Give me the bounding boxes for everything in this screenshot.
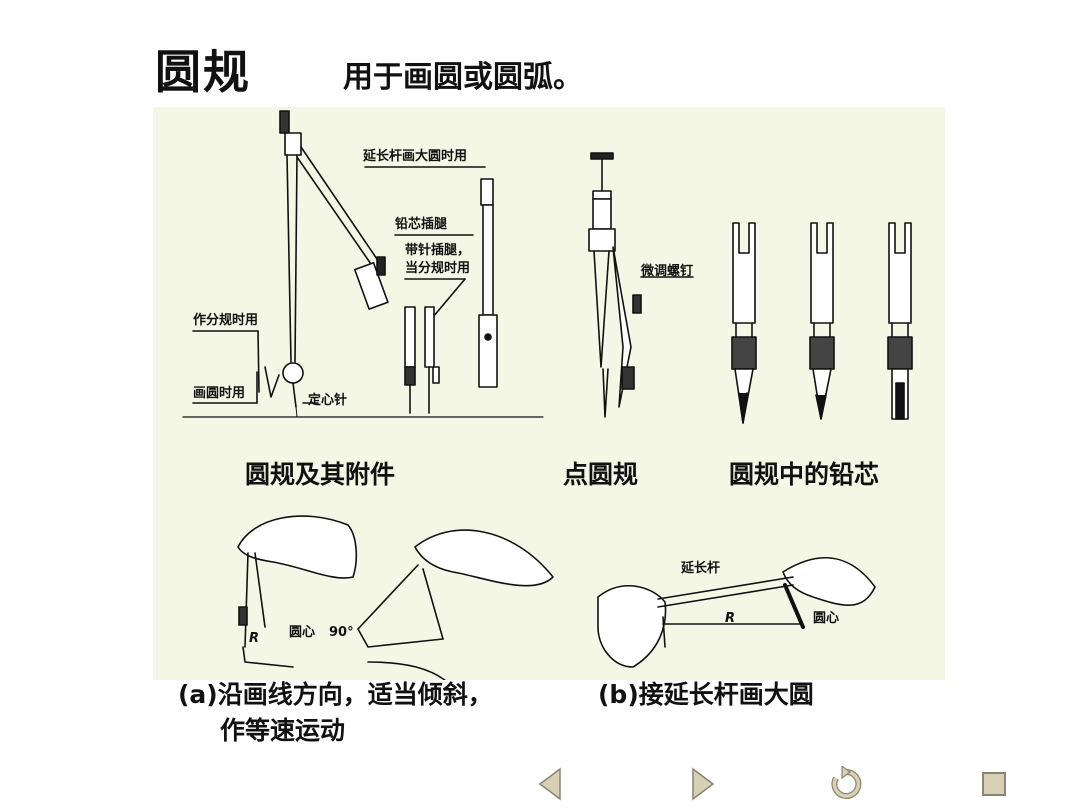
return-button[interactable]: [826, 764, 866, 804]
prev-arrow-icon: [538, 767, 561, 801]
label-extension-rod-use: 延长杆画大圆时用: [363, 149, 468, 164]
slide-subtitle: 用于画圆或圆弧。: [343, 60, 583, 95]
label-divider-use: 作分规时用: [193, 313, 259, 328]
next-button[interactable]: [683, 764, 723, 804]
caption-compass-accessories: 圆规及其附件: [245, 460, 396, 489]
label-needle-leg-2: 当分规时用: [405, 261, 471, 276]
caption-compass-leads: 圆规中的铅芯: [729, 460, 880, 489]
label-extension-rod: 延长杆: [681, 561, 721, 576]
compass-illustration: [182, 110, 913, 680]
accessory-legs-drawing: [364, 166, 498, 414]
label-radius-b: R: [725, 611, 736, 626]
main-compass-drawing: [192, 110, 389, 418]
compass-figure: 延长杆画大圆时用 铅芯插腿 带针插腿， 当分规时用 作分规时用 画圆时用 定心针…: [153, 107, 945, 680]
stop-icon: [982, 772, 1006, 796]
caption-dot-compass: 点圆规: [563, 460, 639, 489]
label-center-a: 圆心: [289, 625, 316, 640]
caption-a-line1: (a)沿画线方向，适当倾斜，: [178, 680, 493, 709]
return-icon: [831, 766, 862, 799]
label-radius-a: R: [249, 631, 260, 646]
label-needle-leg-1: 带针插腿，: [405, 243, 471, 258]
label-center-needle: 定心针: [308, 393, 348, 408]
leads-drawing: [731, 222, 913, 424]
caption-a-line2: 作等速运动: [220, 716, 346, 745]
label-lead-insert-leg: 铅芯插腿: [395, 217, 448, 232]
hand-drawing-a: [237, 515, 554, 680]
hand-drawing-b: [597, 557, 876, 668]
prev-button[interactable]: [530, 764, 570, 804]
next-arrow-icon: [692, 767, 715, 801]
label-angle-90: 90°: [329, 625, 354, 640]
label-drawing-use: 画圆时用: [193, 386, 246, 401]
caption-b: (b)接延长杆画大圆: [598, 680, 814, 709]
slide-title: 圆规: [155, 45, 251, 99]
stop-button[interactable]: [974, 764, 1014, 804]
label-fine-screw: 微调螺钉: [641, 264, 694, 279]
label-center-b: 圆心: [813, 611, 840, 626]
dot-compass-drawing: [588, 152, 694, 418]
